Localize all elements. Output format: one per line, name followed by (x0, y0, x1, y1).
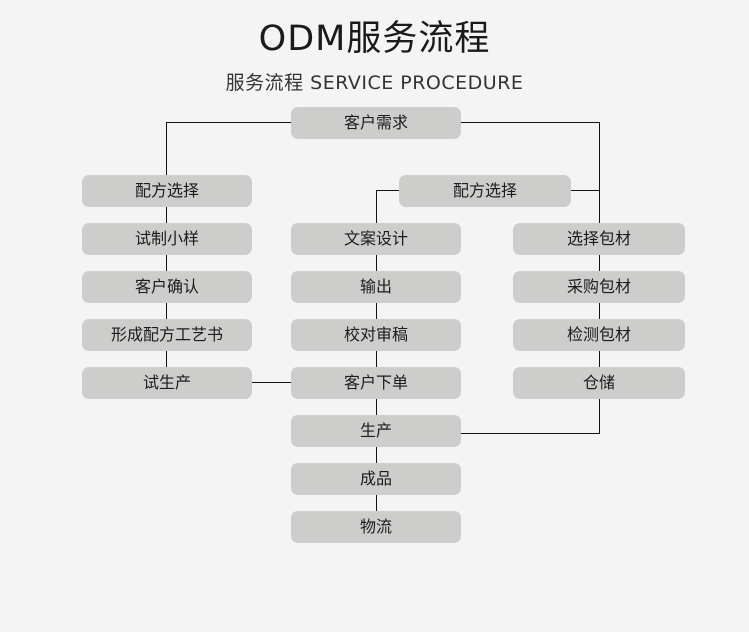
connector-root-to-right (460, 122, 600, 123)
node-copywriting-design[interactable]: 文案设计 (291, 223, 461, 255)
node-proofreading-review[interactable]: 校对审稿 (291, 319, 461, 351)
connector-mid-4-5 (376, 399, 377, 415)
connector-trial-to-order (252, 382, 292, 383)
connector-right-3-4 (599, 351, 600, 367)
node-formula-selection-left[interactable]: 配方选择 (82, 175, 252, 207)
connector-left-1-2 (166, 207, 167, 223)
node-select-packaging[interactable]: 选择包材 (513, 223, 685, 255)
connector-right-to-production (461, 433, 600, 434)
page-subtitle: 服务流程 SERVICE PROCEDURE (225, 72, 524, 94)
connector-branchhead-to-right (570, 190, 600, 191)
node-purchase-packaging[interactable]: 采购包材 (513, 271, 685, 303)
node-customer-order[interactable]: 客户下单 (291, 367, 461, 399)
connector-mid-6-7 (376, 495, 377, 511)
connector-left-2-3 (166, 255, 167, 271)
node-output[interactable]: 输出 (291, 271, 461, 303)
node-trial-sample[interactable]: 试制小样 (82, 223, 252, 255)
connector-mid-1-2 (376, 255, 377, 271)
node-logistics[interactable]: 物流 (291, 511, 461, 543)
connector-right-2-3 (599, 303, 600, 319)
connector-right-1-2 (599, 255, 600, 271)
node-production[interactable]: 生产 (291, 415, 461, 447)
connector-mid-5-6 (376, 447, 377, 463)
connector-left-3-4 (166, 303, 167, 319)
connector-left-4-5 (166, 351, 167, 367)
connector-mid-3-4 (376, 351, 377, 367)
node-trial-production[interactable]: 试生产 (82, 367, 252, 399)
node-warehousing[interactable]: 仓储 (513, 367, 685, 399)
connector-mid-2-3 (376, 303, 377, 319)
node-formula-selection-branch[interactable]: 配方选择 (399, 175, 571, 207)
node-customer-confirmation[interactable]: 客户确认 (82, 271, 252, 303)
connector-left-branch-vertical (166, 122, 167, 178)
node-customer-requirement[interactable]: 客户需求 (291, 107, 461, 139)
connector-root-to-left (166, 122, 292, 123)
node-finished-product[interactable]: 成品 (291, 463, 461, 495)
node-formula-process-document[interactable]: 形成配方工艺书 (82, 319, 252, 351)
node-inspect-packaging[interactable]: 检测包材 (513, 319, 685, 351)
connector-middle-branch-vertical (376, 190, 377, 226)
page-title: ODM服务流程 (258, 19, 491, 59)
connector-branchhead-to-middle (376, 190, 400, 191)
